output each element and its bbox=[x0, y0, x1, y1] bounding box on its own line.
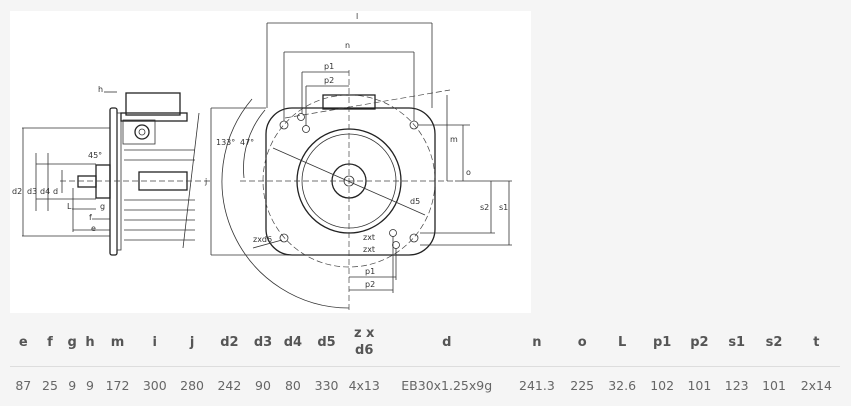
column-header: L bbox=[600, 318, 644, 367]
column-header: z x d6 bbox=[345, 318, 384, 367]
label-m: m bbox=[450, 135, 458, 144]
column-header: d5 bbox=[307, 318, 346, 367]
table-cell: 2x14 bbox=[800, 377, 832, 393]
table-cell: 9 bbox=[68, 377, 77, 393]
label-l: l bbox=[356, 12, 358, 21]
drawing-svg: d2 d3 d4 d L g f e h 45° bbox=[12, 12, 512, 310]
column-header: o bbox=[563, 318, 601, 367]
column-header: h bbox=[81, 318, 99, 367]
table-cell: 9 bbox=[85, 377, 94, 393]
table-cell: EB30x1.25x9g bbox=[401, 377, 493, 393]
column-header: t bbox=[792, 318, 840, 367]
table-cell: 101 bbox=[687, 377, 712, 393]
motor-dimension-drawing: d2 d3 d4 d L g f e h 45° bbox=[10, 11, 531, 313]
table-cell: 101 bbox=[762, 377, 786, 393]
label-47deg: 47° bbox=[240, 138, 254, 147]
table-cell: 242 bbox=[217, 377, 242, 393]
table-cell: 87 bbox=[15, 377, 32, 393]
column-header: j bbox=[173, 318, 211, 367]
table-cell: 4x13 bbox=[348, 377, 380, 393]
label-s2: s2 bbox=[480, 203, 489, 212]
label-o: o bbox=[466, 168, 471, 177]
table-cell: 80 bbox=[284, 377, 301, 393]
column-header: d bbox=[383, 318, 511, 367]
column-header: e bbox=[10, 318, 37, 367]
label-h: h bbox=[98, 85, 103, 94]
label-zxt-1: zxt bbox=[363, 233, 375, 242]
label-p1-bottom: p1 bbox=[365, 267, 375, 276]
label-d4: d4 bbox=[40, 187, 50, 196]
label-d: d bbox=[53, 187, 58, 196]
column-header: n bbox=[510, 318, 564, 367]
label-f: f bbox=[89, 213, 92, 222]
label-p1-top: p1 bbox=[324, 62, 334, 71]
label-s1: s1 bbox=[499, 203, 508, 212]
label-zxt-2: zxt bbox=[363, 245, 375, 254]
column-header: d4 bbox=[277, 318, 308, 367]
table-cell: 172 bbox=[105, 377, 130, 393]
column-header: d2 bbox=[210, 318, 249, 367]
column-header: s1 bbox=[718, 318, 756, 367]
label-g: g bbox=[100, 202, 105, 211]
column-header: s2 bbox=[755, 318, 793, 367]
table-cell: 102 bbox=[650, 377, 675, 393]
table-cell: 123 bbox=[724, 377, 749, 393]
label-n: n bbox=[345, 41, 350, 50]
label-45deg: 45° bbox=[88, 151, 102, 160]
side-view: d2 d3 d4 d L g f e h 45° bbox=[12, 85, 210, 256]
column-header: g bbox=[63, 318, 82, 367]
label-L: L bbox=[67, 202, 72, 211]
label-133deg: 133° bbox=[216, 138, 235, 147]
label-j: j bbox=[204, 177, 207, 186]
table-cell: 90 bbox=[255, 377, 271, 393]
label-d2: d2 bbox=[12, 187, 22, 196]
label-zxd6: zxd6 bbox=[253, 235, 272, 244]
column-header: p2 bbox=[680, 318, 719, 367]
table-cell: 32.6 bbox=[608, 377, 637, 393]
column-header: f bbox=[36, 318, 64, 367]
table-cell: 300 bbox=[142, 377, 167, 393]
column-header: p1 bbox=[643, 318, 681, 367]
label-e: e bbox=[91, 224, 96, 233]
label-d3: d3 bbox=[27, 187, 37, 196]
table-cell: 25 bbox=[42, 377, 58, 393]
front-view: l n p1 p2 m o s2 s1 j d5 zxd6 zxt zxt p1… bbox=[204, 12, 512, 310]
column-header: d3 bbox=[248, 318, 278, 367]
table-cell: 330 bbox=[314, 377, 339, 393]
table-cell: 225 bbox=[570, 377, 595, 393]
column-header: m bbox=[98, 318, 137, 367]
label-p2-bottom: p2 bbox=[365, 280, 375, 289]
column-header: i bbox=[136, 318, 174, 367]
label-p2-top: p2 bbox=[324, 76, 334, 85]
table-cell: 241.3 bbox=[519, 377, 555, 393]
table-cell: 280 bbox=[180, 377, 205, 393]
label-d5: d5 bbox=[410, 197, 420, 206]
